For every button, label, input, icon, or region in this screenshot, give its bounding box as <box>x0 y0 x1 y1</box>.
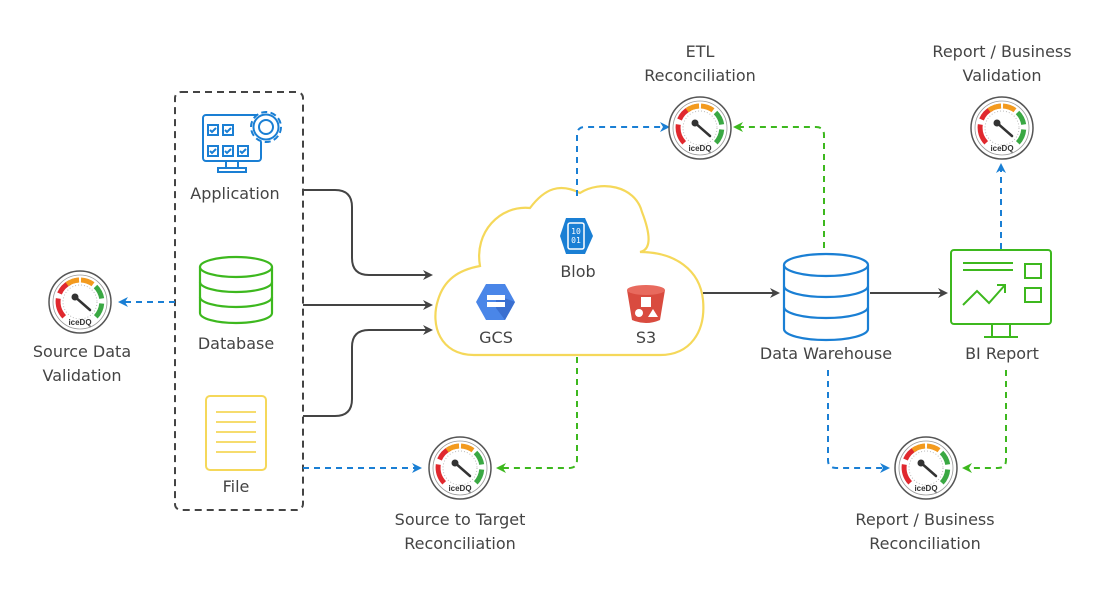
gauge-icon-source-target: iceDQ <box>429 437 491 499</box>
gauge-brand: iceDQ <box>448 484 471 493</box>
source-target-label: Source to Target Reconciliation <box>370 508 550 556</box>
report-validation-label: Report / Business Validation <box>910 40 1094 88</box>
bi-report-label: BI Report <box>965 344 1039 363</box>
check-arrow-warehouse-to-etl <box>733 122 825 248</box>
label-line: Report / Business <box>932 42 1072 61</box>
report-reconciliation-label: Report / Business Reconciliation <box>832 508 1018 556</box>
label-line: Reconciliation <box>869 534 981 553</box>
s3-icon <box>627 285 665 323</box>
label-line: Validation <box>42 366 122 385</box>
label-line: ETL <box>685 42 715 61</box>
gcs-label: GCS <box>479 328 513 347</box>
file-icon <box>205 395 267 471</box>
gauge-icon-report-validation: iceDQ <box>971 97 1033 159</box>
s3-label: S3 <box>635 328 657 347</box>
check-arrow-cloud-to-etl <box>576 122 670 196</box>
gcs-icon <box>476 284 515 320</box>
check-arrow-warehouse-to-report-reconciliation <box>827 370 890 473</box>
gauge-icon-etl-reconciliation: iceDQ <box>669 97 731 159</box>
file-label: File <box>222 477 250 496</box>
bi-report-icon <box>950 249 1052 338</box>
source-validation-label: Source Data Validation <box>0 340 164 388</box>
label-line: Validation <box>962 66 1042 85</box>
blob-label: Blob <box>560 262 596 281</box>
database-icon <box>198 255 274 325</box>
gauge-brand: iceDQ <box>688 144 711 153</box>
label-line: Source to Target <box>394 510 526 529</box>
gauge-icon-source-validation: iceDQ <box>49 271 111 333</box>
check-arrow-cloud-to-source-target <box>496 357 578 473</box>
label-line: Reconciliation <box>644 66 756 85</box>
flow-arrow-file-to-cloud <box>303 325 433 417</box>
check-arrow-bi-to-report-reconciliation <box>962 370 1007 473</box>
gauge-brand: iceDQ <box>68 318 91 327</box>
gauge-icon-report-reconciliation: iceDQ <box>895 437 957 499</box>
application-icon <box>202 111 282 173</box>
database-label: Database <box>197 334 275 353</box>
data-warehouse-icon <box>782 252 870 342</box>
label-line: Source Data <box>32 342 132 361</box>
blob-bits-bottom: 01 <box>571 236 581 245</box>
blob-bits-top: 10 <box>571 227 581 236</box>
flow-arrow-application-to-cloud <box>303 189 433 280</box>
gauge-brand: iceDQ <box>990 144 1013 153</box>
blob-icon: 10 01 <box>560 218 593 254</box>
label-line: Reconciliation <box>404 534 516 553</box>
etl-reconciliation-label: ETL Reconciliation <box>610 40 790 88</box>
data-warehouse-label: Data Warehouse <box>759 344 893 363</box>
application-label: Application <box>190 184 280 203</box>
label-line: Report / Business <box>855 510 995 529</box>
gauge-brand: iceDQ <box>914 484 937 493</box>
